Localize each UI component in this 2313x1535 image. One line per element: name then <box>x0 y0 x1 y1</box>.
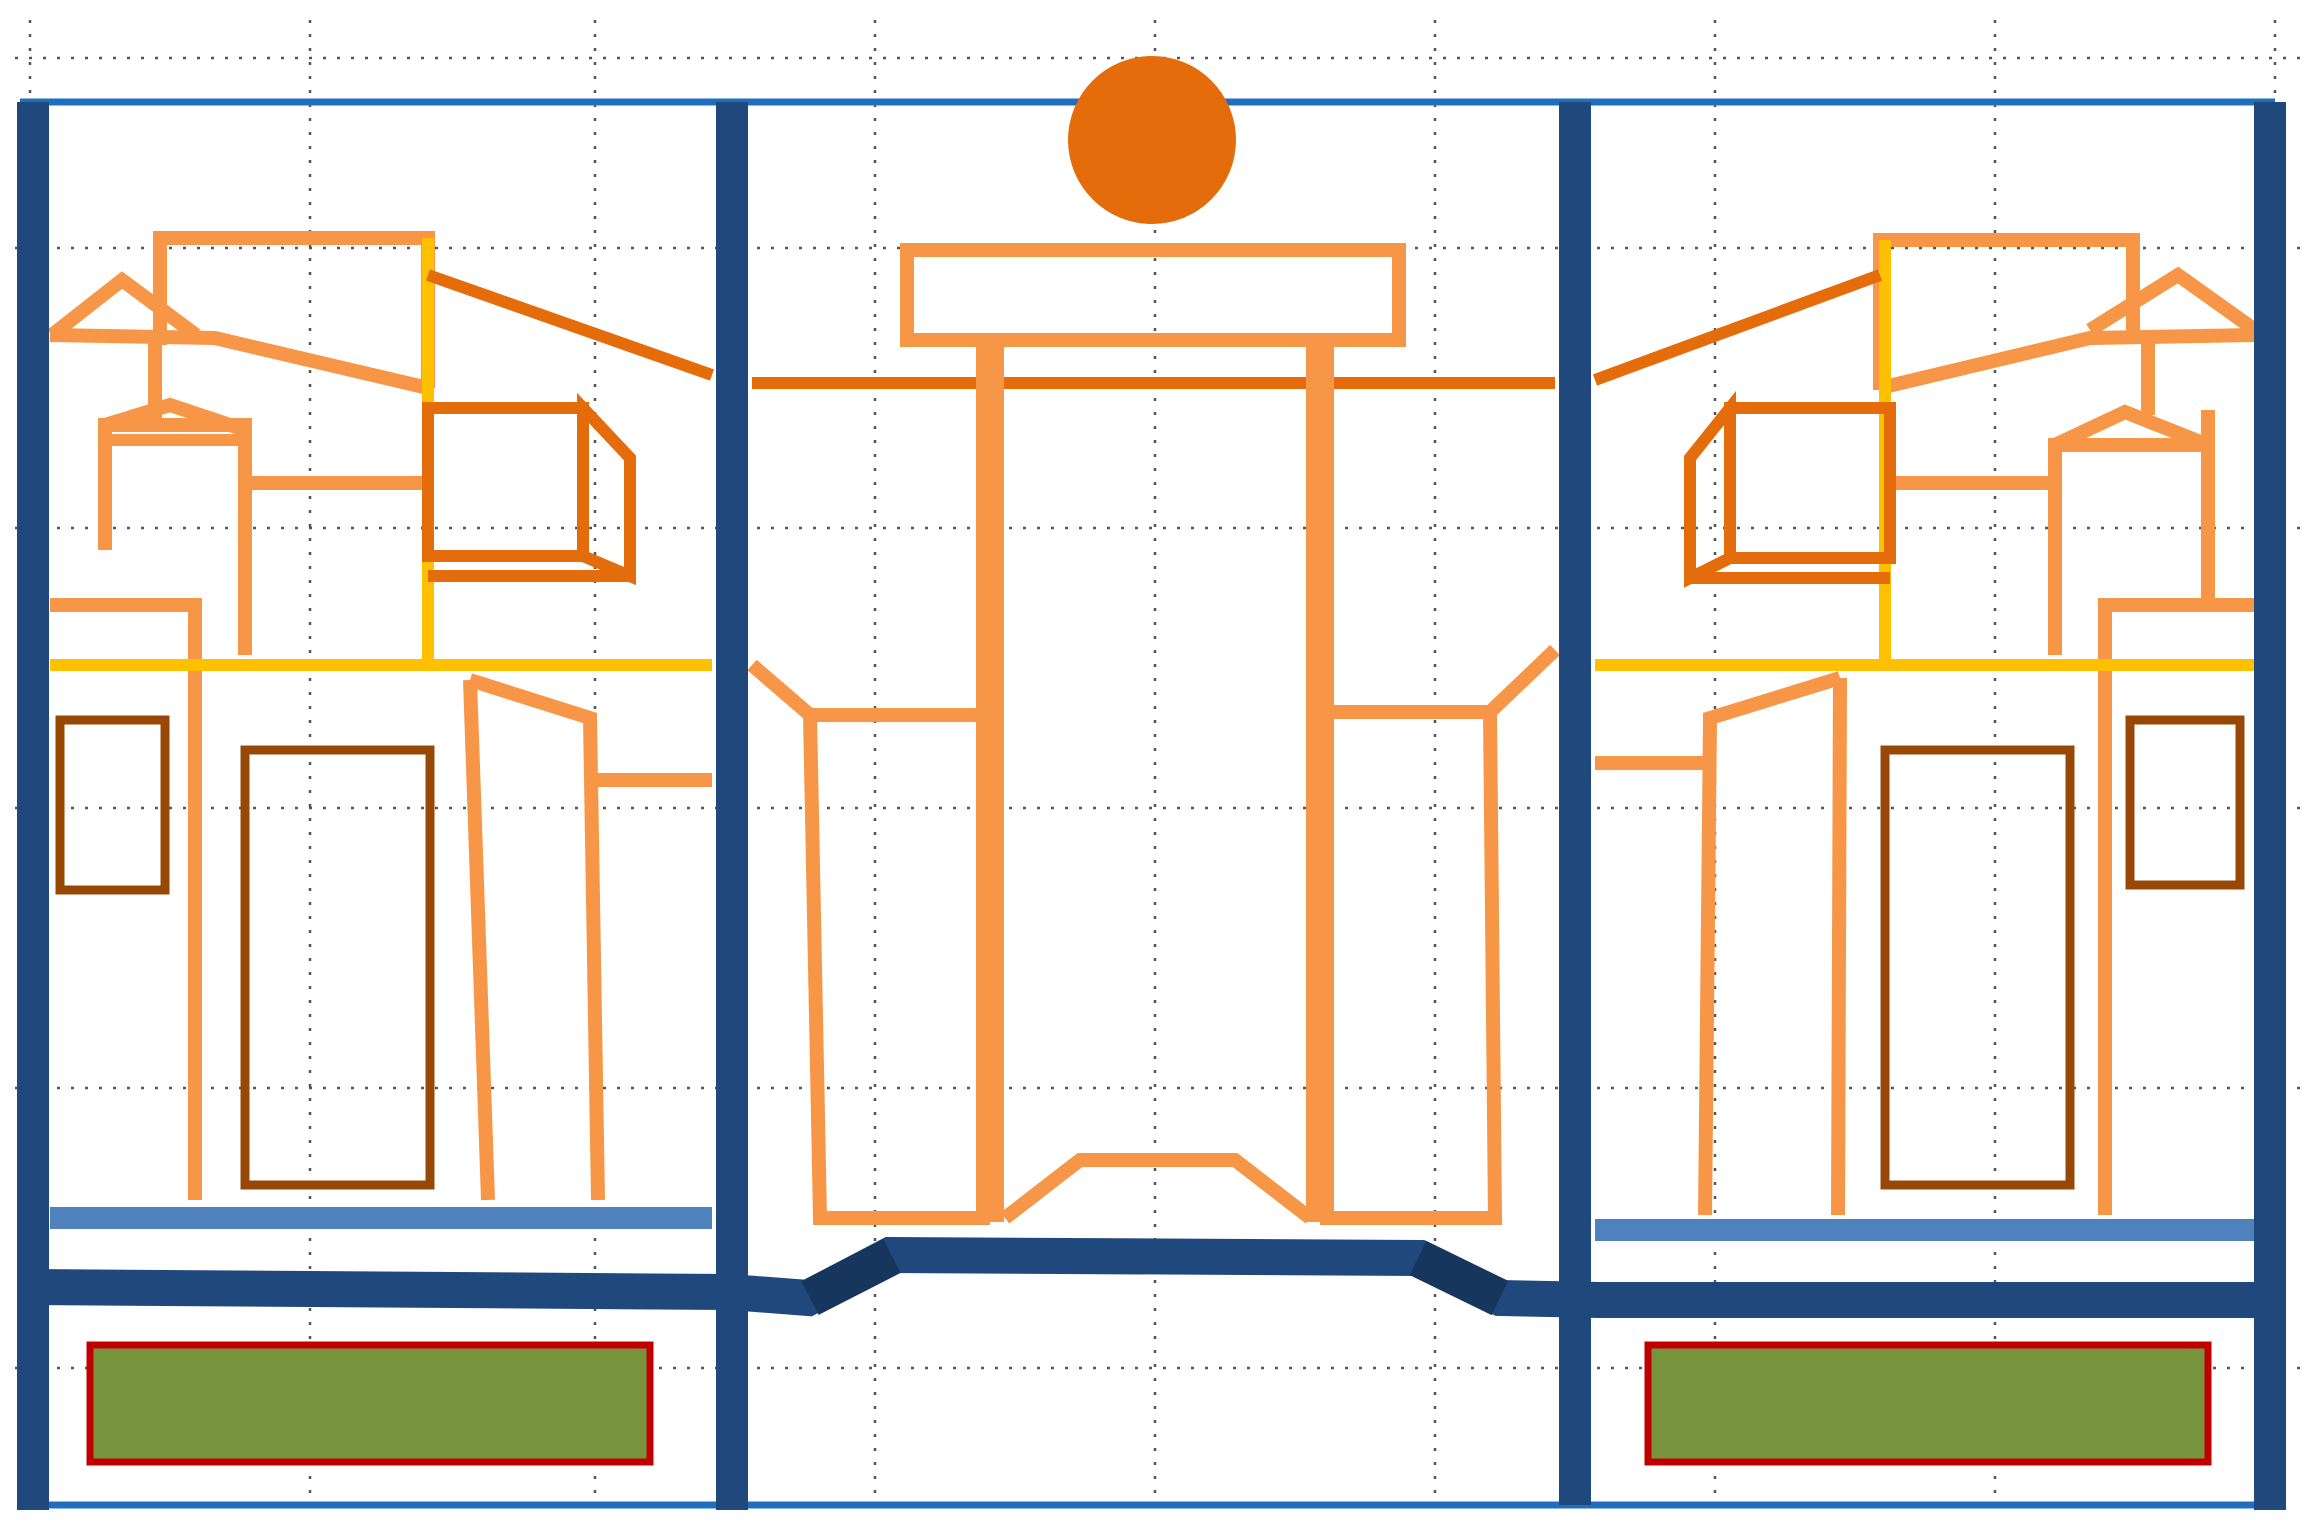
right-roof-outline <box>1873 233 2140 390</box>
sun-icon <box>1068 56 1236 224</box>
left-cube-front <box>422 402 589 562</box>
left-lower-block <box>50 598 202 1200</box>
left-roof-triangle <box>47 271 201 341</box>
left-bay <box>467 673 605 1201</box>
left-roof-outline <box>153 231 435 388</box>
right-door <box>1880 745 2075 1190</box>
right-roof-triangle <box>2086 266 2260 336</box>
right-cube-front <box>1724 402 1896 564</box>
left-small-window <box>55 715 170 895</box>
left-cube-side <box>577 392 636 586</box>
right-green-panel <box>1644 1341 2212 1466</box>
right-lower-block <box>2098 598 2255 1215</box>
right-cube-side <box>1684 390 1736 588</box>
left-bay-post <box>463 679 495 1201</box>
center-pillar-base <box>1000 1153 1315 1224</box>
left-door <box>240 745 435 1190</box>
right-small-window <box>2125 715 2245 890</box>
right-upper-block <box>2048 438 2208 655</box>
right-bay-post <box>1831 677 1847 1216</box>
base-beam-joint-right <box>1409 1240 1509 1316</box>
left-roof-slope <box>49 328 430 395</box>
center-left-bay <box>747 659 990 1225</box>
right-roof-slope <box>1878 328 2256 395</box>
center-beam-top <box>900 243 1406 347</box>
left-upper-block <box>98 418 252 655</box>
right-bay <box>1698 671 1843 1216</box>
base-beam <box>29 1236 2270 1318</box>
base-beam-joint-left <box>801 1239 901 1315</box>
diagram-shapes <box>17 56 2286 1510</box>
center-right-bay <box>1320 644 1560 1225</box>
right-cable <box>1592 269 1883 386</box>
right-upper-block-cap <box>2052 404 2211 452</box>
left-upper-block-cap <box>102 397 248 437</box>
left-green-panel <box>86 1341 654 1466</box>
left-cable <box>426 269 714 381</box>
